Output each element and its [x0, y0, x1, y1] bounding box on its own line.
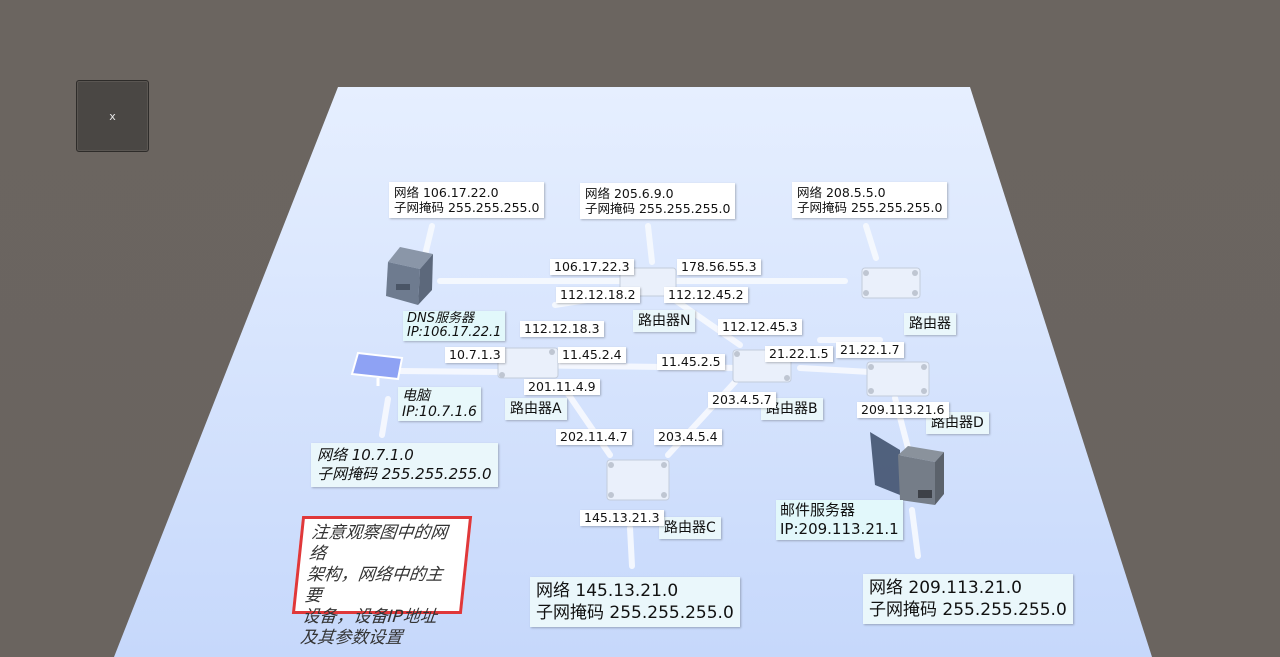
- pc-label: 电脑 IP:10.7.1.6: [398, 387, 481, 421]
- ip-label: 145.13.21.3: [580, 510, 664, 526]
- pc-monitor-device[interactable]: [350, 351, 404, 386]
- ip-label: 202.11.4.7: [556, 429, 632, 445]
- network-10-address: 网络 10.7.1.0: [317, 446, 414, 464]
- ip-label: 112.12.18.2: [556, 287, 640, 303]
- router-c-label: 路由器C: [659, 517, 721, 539]
- network-106-mask: 子网掩码 255.255.255.0: [394, 200, 540, 215]
- network-205-address: 网络 205.6.9.0: [585, 186, 674, 201]
- network-205-mask: 子网掩码 255.255.255.0: [585, 201, 731, 216]
- ip-label: 11.45.2.4: [558, 347, 626, 363]
- mail-server-name: 邮件服务器: [780, 501, 856, 519]
- router-e-device[interactable]: [861, 267, 921, 299]
- mail-server-ip: IP:209.113.21.1: [780, 520, 899, 538]
- router-a-device[interactable]: [497, 347, 559, 379]
- router-b-label: 路由器B: [761, 398, 823, 420]
- dns-server-device[interactable]: [386, 247, 433, 305]
- ip-label: 21.22.1.7: [836, 342, 904, 358]
- ip-label: 209.113.21.6: [857, 402, 949, 418]
- ip-label: 21.22.1.5: [765, 346, 833, 362]
- ip-label: 112.12.45.2: [664, 287, 748, 303]
- dns-server-label: DNS服务器 IP:106.17.22.1: [403, 311, 506, 341]
- router-a-label: 路由器A: [505, 398, 567, 420]
- network-10-mask: 子网掩码 255.255.255.0: [317, 465, 492, 483]
- ip-label: 106.17.22.3: [550, 259, 634, 275]
- network-209-mask: 子网掩码 255.255.255.0: [869, 600, 1067, 620]
- instruction-note: 注意观察图中的网络 架构，网络中的主要 设备，设备IP地址 及其参数设置: [291, 516, 473, 648]
- board: [114, 87, 1152, 657]
- pc-name: 电脑: [402, 388, 430, 404]
- network-106-address: 网络 106.17.22.0: [394, 185, 499, 200]
- router-c-device[interactable]: [606, 459, 670, 501]
- mail-server-device[interactable]: [870, 432, 944, 505]
- network-208-mask: 子网掩码 255.255.255.0: [797, 200, 943, 215]
- ip-label: 178.56.55.3: [677, 259, 761, 275]
- network-209-address: 网络 209.113.21.0: [869, 578, 1022, 598]
- router-d-device[interactable]: [866, 361, 930, 397]
- ip-label: 11.45.2.5: [657, 354, 725, 370]
- ip-label: 112.12.18.3: [520, 321, 604, 337]
- network-205-label: 网络 205.6.9.0 子网掩码 255.255.255.0: [580, 183, 736, 219]
- router-n-label: 路由器N: [633, 310, 696, 332]
- close-button[interactable]: x: [76, 80, 149, 152]
- note-line: 注意观察图中的网络: [308, 523, 449, 564]
- ip-label: 201.11.4.9: [524, 379, 600, 395]
- ip-label: 112.12.45.3: [718, 319, 802, 335]
- dns-server-ip: IP:106.17.22.1: [407, 325, 502, 340]
- ip-label: 203.4.5.4: [654, 429, 722, 445]
- note-line: 架构，网络中的主要: [303, 565, 444, 606]
- mail-server-label: 邮件服务器 IP:209.113.21.1: [776, 500, 903, 540]
- network-209-label: 网络 209.113.21.0 子网掩码 255.255.255.0: [863, 574, 1073, 624]
- network-208-address: 网络 208.5.5.0: [797, 185, 886, 200]
- ip-label: 10.7.1.3: [445, 347, 505, 363]
- router-e-label: 路由器: [904, 313, 956, 335]
- network-208-label: 网络 208.5.5.0 子网掩码 255.255.255.0: [792, 182, 948, 218]
- network-145-label: 网络 145.13.21.0 子网掩码 255.255.255.0: [530, 577, 740, 627]
- dns-server-name: DNS服务器: [407, 311, 474, 326]
- note-line: 及其参数设置: [299, 628, 404, 648]
- network-145-mask: 子网掩码 255.255.255.0: [536, 603, 734, 623]
- network-106-label: 网络 106.17.22.0 子网掩码 255.255.255.0: [389, 182, 545, 218]
- ip-label: 203.4.5.7: [708, 392, 776, 408]
- network-10-label: 网络 10.7.1.0 子网掩码 255.255.255.0: [311, 443, 498, 487]
- network-145-address: 网络 145.13.21.0: [536, 581, 679, 601]
- note-line: 设备，设备IP地址: [301, 607, 438, 627]
- pc-ip: IP:10.7.1.6: [402, 404, 477, 420]
